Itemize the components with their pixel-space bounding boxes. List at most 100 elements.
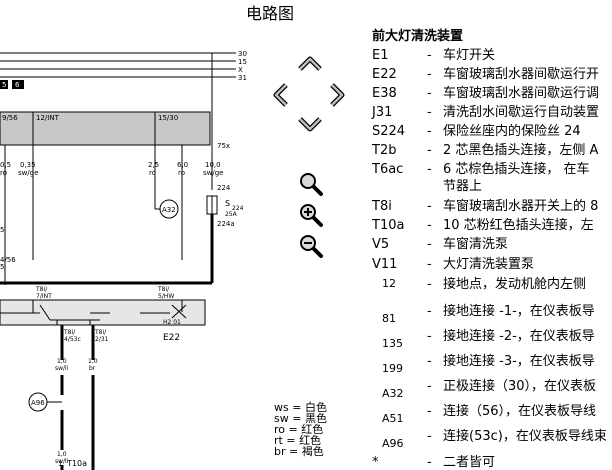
- fuse-number: 6: [15, 81, 20, 89]
- color-code: ro: [274, 423, 286, 436]
- fuse-label: 15/30: [158, 114, 178, 122]
- left-label: 5: [0, 226, 4, 234]
- legend-desc: 正极连接（30），在仪表板: [443, 379, 597, 394]
- color-name: 白色: [304, 401, 327, 414]
- relay-pins: H2 01: [163, 319, 181, 326]
- legend-desc: 连接(53c)，在仪表板导线束: [443, 429, 607, 444]
- legend-code: E22: [372, 67, 397, 82]
- legend-code: A32: [382, 387, 404, 400]
- wire-size: 6,0: [177, 161, 188, 169]
- wires-top: [32, 53, 213, 260]
- connector-label: T8i/: [35, 286, 48, 293]
- legend-code: A96: [382, 437, 404, 450]
- wire-size: 1,0: [88, 358, 98, 365]
- connector-label: 4/53c: [64, 336, 81, 343]
- zoom-in-button[interactable]: [298, 202, 324, 228]
- legend-code: T2b: [372, 143, 397, 158]
- legend-desc: 接地连接 -2-，在仪表板导: [443, 329, 595, 344]
- bus-label: 15: [238, 58, 247, 66]
- legend-desc: 保险丝座内的保险丝 24: [443, 124, 581, 139]
- legend-heading: 前大灯清洗装置: [372, 29, 464, 44]
- legend-desc: 2 芯黑色插头连接，左侧 A: [443, 143, 599, 158]
- color-key-item: sw = 黑色: [274, 412, 327, 425]
- color-name: 褐色: [301, 445, 324, 458]
- wire-color: sw/ge: [203, 169, 223, 177]
- color-code: rt: [274, 434, 283, 447]
- fuse-box: [0, 80, 8, 89]
- color-code: br: [274, 445, 286, 458]
- color-code: sw: [274, 412, 289, 425]
- magnifier-icon: [300, 173, 323, 196]
- fuse-box: [12, 80, 24, 89]
- relay-label: E22: [163, 333, 180, 343]
- bottom-wire-number: 1: [58, 460, 62, 468]
- fuse-s224-number: 224: [232, 205, 244, 212]
- legend-desc: 连接（56），在仪表板导线: [443, 404, 597, 419]
- connector-label: 5/HW: [158, 293, 174, 300]
- legend-desc: 接地点，发动机舱内左侧: [443, 277, 587, 292]
- legend-code: 12: [382, 277, 396, 290]
- legend-code: 81: [382, 312, 396, 325]
- wire-size: 0,5: [0, 161, 11, 169]
- legend-code: V5: [372, 237, 390, 252]
- connector-label: T8i/: [63, 329, 76, 336]
- bus-label: X: [238, 66, 243, 74]
- wire-color: sw/li: [55, 458, 69, 465]
- connector-label: 2/31: [95, 336, 109, 343]
- fuse-label: 12/INT: [36, 114, 60, 122]
- legend-code: *: [372, 455, 379, 470]
- color-name: 红色: [301, 423, 324, 436]
- zoom-out-button[interactable]: [298, 233, 324, 259]
- wire-mark: 75x: [217, 142, 230, 150]
- legend-desc: 6 芯棕色插头连接， 在车: [443, 162, 590, 177]
- legend-code: V11: [372, 257, 398, 272]
- legend-code: S224: [372, 124, 406, 139]
- legend-code: 135: [382, 337, 403, 350]
- wire-color: sw/ge: [18, 169, 38, 177]
- switch-contacts: [0, 300, 187, 325]
- legend-code: T10a: [372, 218, 405, 233]
- connector-label: T8i/: [94, 329, 107, 336]
- legend-code: T8i: [372, 199, 392, 214]
- fuse-s224-rating: 25A: [225, 211, 238, 218]
- zoom-fit-button[interactable]: [298, 171, 324, 197]
- wire-color: sw/li: [55, 365, 69, 372]
- legend-desc: 车窗清洗泵: [443, 237, 509, 252]
- fuse-number: 5: [2, 81, 6, 89]
- ground-label: A32: [162, 206, 176, 214]
- color-code: ws: [274, 401, 289, 414]
- legend-code: A51: [382, 412, 404, 425]
- wire-mark: 224a: [217, 220, 235, 228]
- bus-labels: 30 15 X 31: [238, 50, 247, 82]
- chevron-up-icon: [298, 56, 322, 71]
- chevron-down-icon: [298, 117, 322, 132]
- legend-desc: 大灯清洗装置泵: [443, 257, 535, 272]
- legend-desc: 清洗刮水间歇运行自动装置: [443, 105, 600, 120]
- component-legend: 前大灯清洗装置 E1-车灯开关 E22-车窗玻璃刮水器间歇运行开 E38-车窗玻…: [372, 30, 612, 470]
- legend-desc: 车灯开关: [443, 48, 496, 63]
- pan-right-button[interactable]: [328, 82, 348, 108]
- legend-code: E1: [372, 48, 389, 63]
- wire-color: ro: [0, 169, 7, 177]
- color-key-item: rt = 红色: [274, 434, 322, 447]
- wire-color: ro: [178, 169, 185, 177]
- wire-size: 1,0: [57, 451, 67, 458]
- pan-up-button[interactable]: [297, 53, 323, 73]
- lower-wires: [60, 325, 95, 470]
- color-name: 黑色: [304, 412, 327, 425]
- ground-label: A96: [31, 399, 45, 407]
- legend-code: T6ac: [372, 162, 404, 177]
- bottom-connector: T10a: [66, 459, 87, 468]
- wire-size: 2,5: [148, 161, 159, 169]
- color-key-item: ro = 红色: [274, 423, 324, 436]
- legend-code: E38: [372, 86, 397, 101]
- fuse-label: 9/56: [2, 114, 18, 122]
- legend-desc: 接地连接 -3-，在仪表板导: [443, 354, 595, 369]
- color-key-item: ws = 白色: [274, 401, 327, 414]
- chevron-left-icon: [273, 83, 288, 107]
- wire-color: br: [89, 365, 96, 372]
- connector-label: 7/INT: [36, 293, 52, 300]
- zoom-in-icon: [300, 204, 323, 227]
- pan-left-button[interactable]: [270, 82, 290, 108]
- pan-down-button[interactable]: [297, 115, 323, 135]
